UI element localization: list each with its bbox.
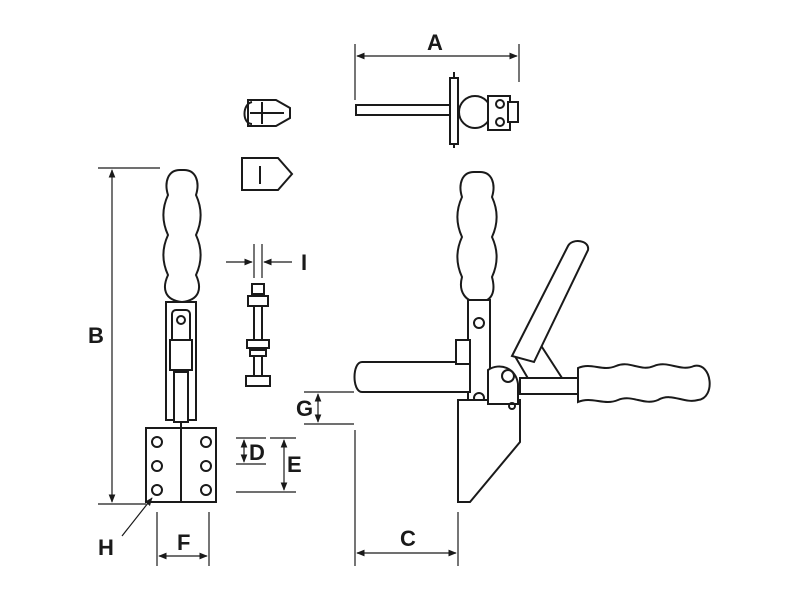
mounting-hole <box>151 484 163 496</box>
front-linkage-block <box>169 339 193 371</box>
dimension-label-g: G <box>296 396 313 421</box>
front-handle-grip <box>162 169 202 304</box>
side-base <box>457 399 521 503</box>
dimension-label-d: D <box>249 440 265 465</box>
dimension-a <box>354 44 520 100</box>
mounting-hole <box>200 484 212 496</box>
dimension-d <box>236 437 266 465</box>
dimension-label-f: F <box>177 530 190 555</box>
dimension-f <box>156 512 210 566</box>
spindle-pad-detail <box>241 157 294 191</box>
mounting-hole <box>200 436 212 448</box>
threaded-spindle <box>245 283 271 387</box>
mounting-hole <box>151 460 163 472</box>
side-handle-grip-horizontal <box>577 363 711 404</box>
dimension-label-i: I <box>301 250 307 275</box>
leader-h <box>121 497 153 537</box>
dimension-label-h: H <box>98 535 114 560</box>
spindle-end-detail <box>243 99 291 127</box>
dimension-label-c: C <box>400 526 416 551</box>
dimension-g <box>304 391 354 425</box>
side-pivot <box>473 317 485 329</box>
mounting-hole <box>151 436 163 448</box>
dimension-label-a: A <box>427 30 443 55</box>
side-handle-shaft <box>519 377 583 395</box>
side-main-arm <box>467 299 491 413</box>
side-handle-grip <box>456 171 498 304</box>
dimension-b <box>98 167 160 505</box>
mounting-holes <box>151 436 212 496</box>
dimension-label-e: E <box>287 452 302 477</box>
side-handle-raised <box>510 240 590 364</box>
front-lower-link <box>173 371 189 423</box>
dimension-e <box>236 437 296 493</box>
dimension-c <box>354 430 459 566</box>
dimension-i <box>226 244 292 278</box>
side-spindle-bar <box>353 361 471 393</box>
dimension-label-b: B <box>88 323 104 348</box>
side-view <box>353 171 711 503</box>
mounting-hole <box>200 460 212 472</box>
front-pivot-upper <box>176 315 186 325</box>
front-view <box>145 169 217 503</box>
top-view <box>355 72 519 148</box>
